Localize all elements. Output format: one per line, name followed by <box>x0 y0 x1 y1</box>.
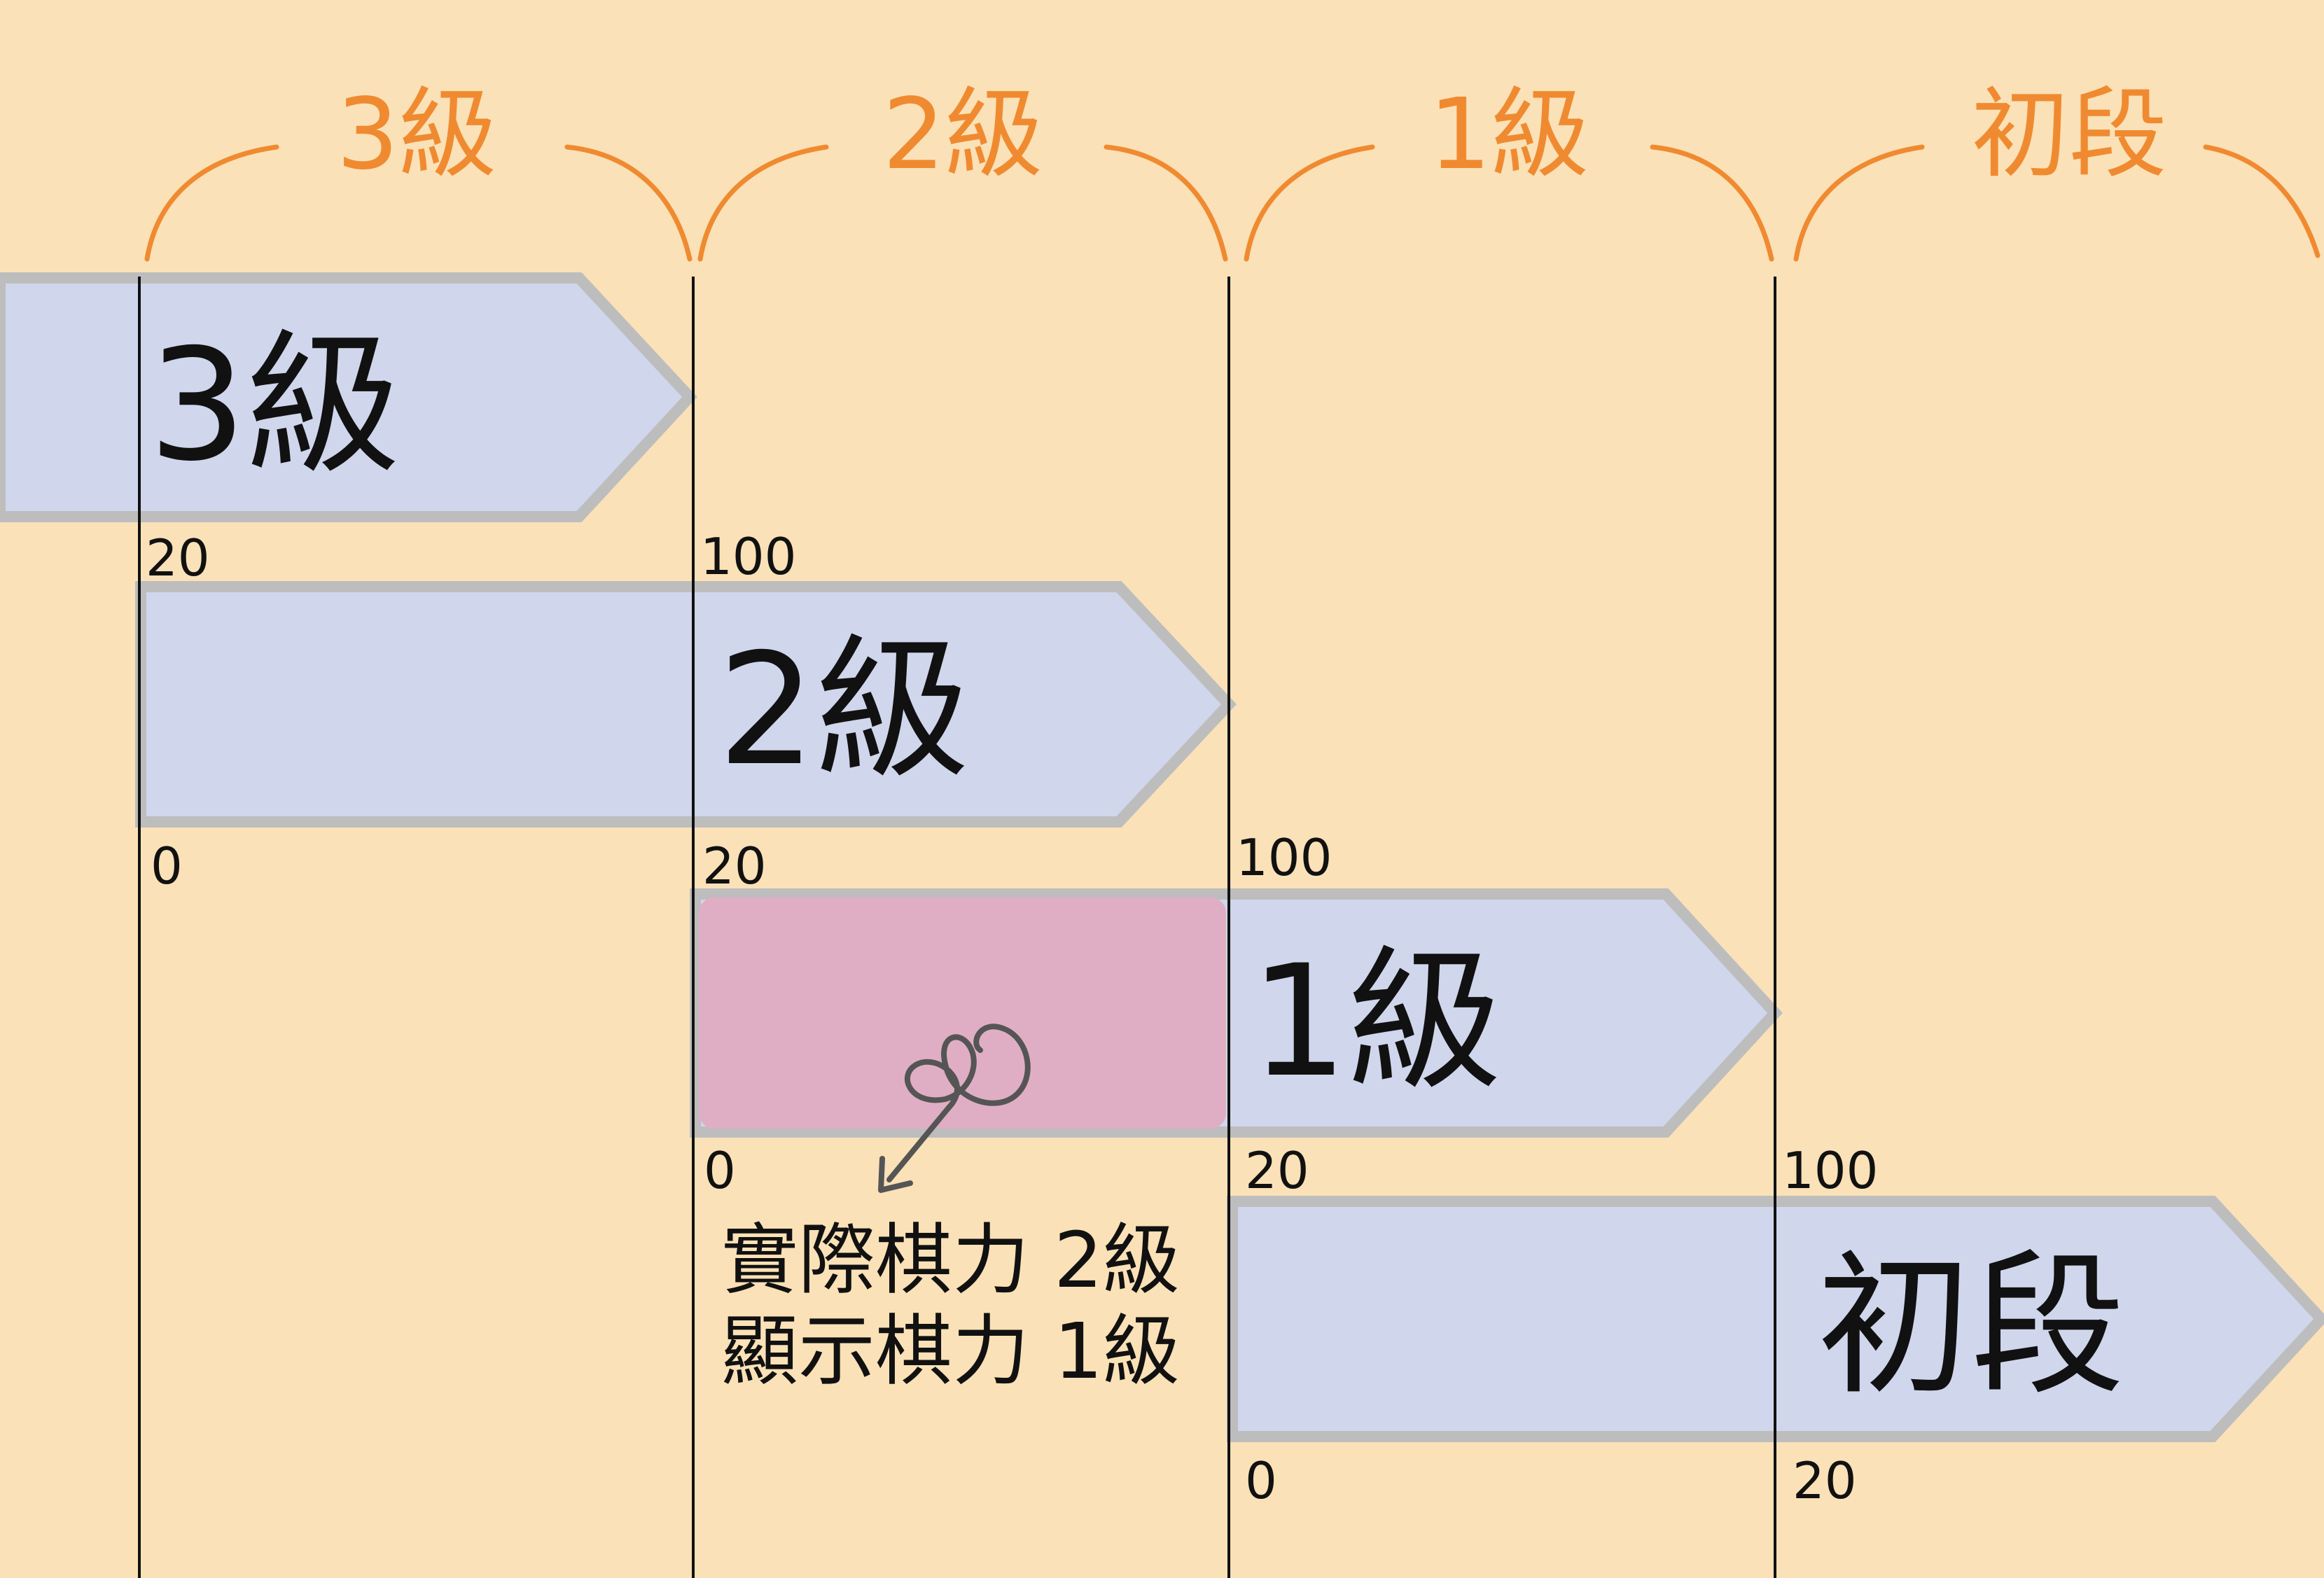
value-2kyu-end: 20 <box>702 837 767 895</box>
annotation-displayed-strength: 顯示棋力 1級 <box>721 1306 1180 1396</box>
arrow-label-1kyu: 1級 <box>1250 932 1502 1111</box>
bracket-right-4 <box>2203 144 2320 258</box>
arrow-shodan <box>1227 1196 2324 1442</box>
arrow-2kyu <box>135 581 1237 828</box>
bracket-left-2 <box>697 144 829 262</box>
annotation-actual-strength: 實際棋力 2級 <box>721 1215 1180 1305</box>
arrow-label-3kyu: 3級 <box>148 316 401 495</box>
arrow-label-2kyu: 2級 <box>718 620 970 800</box>
value-2kyu-end-2: 100 <box>1236 828 1332 887</box>
header-brackets <box>144 144 2320 262</box>
header-grade-1kyu: 1級 <box>1428 78 1589 192</box>
boundary-lines-overlay <box>138 277 1776 1578</box>
bracket-left-3 <box>1244 144 1375 262</box>
header-grade-shodan: 初段 <box>1971 78 2167 192</box>
header-grade-2kyu: 2級 <box>882 78 1043 192</box>
value-shodan-start: 0 <box>1245 1451 1277 1510</box>
spiral-arrow-icon <box>878 1024 1031 1193</box>
bracket-right-3 <box>1650 144 1774 262</box>
value-3kyu-start: 20 <box>146 529 210 587</box>
value-3kyu-end: 100 <box>700 527 796 586</box>
value-1kyu-end: 20 <box>1245 1141 1309 1200</box>
bracket-right-2 <box>1104 144 1228 262</box>
arrow-3kyu <box>0 272 697 522</box>
value-1kyu-end-2: 100 <box>1782 1141 1878 1200</box>
value-shodan-end: 20 <box>1793 1451 1857 1510</box>
bracket-right-1 <box>564 144 693 262</box>
arrow-label-shodan: 初段 <box>1817 1236 2125 1416</box>
bracket-left-1 <box>144 144 279 262</box>
header-grade-3kyu: 3級 <box>336 78 496 192</box>
bracket-left-4 <box>1793 144 1925 262</box>
value-1kyu-start: 0 <box>704 1141 736 1200</box>
value-2kyu-start: 0 <box>151 837 183 895</box>
highlight-overlap-region <box>699 898 1226 1129</box>
